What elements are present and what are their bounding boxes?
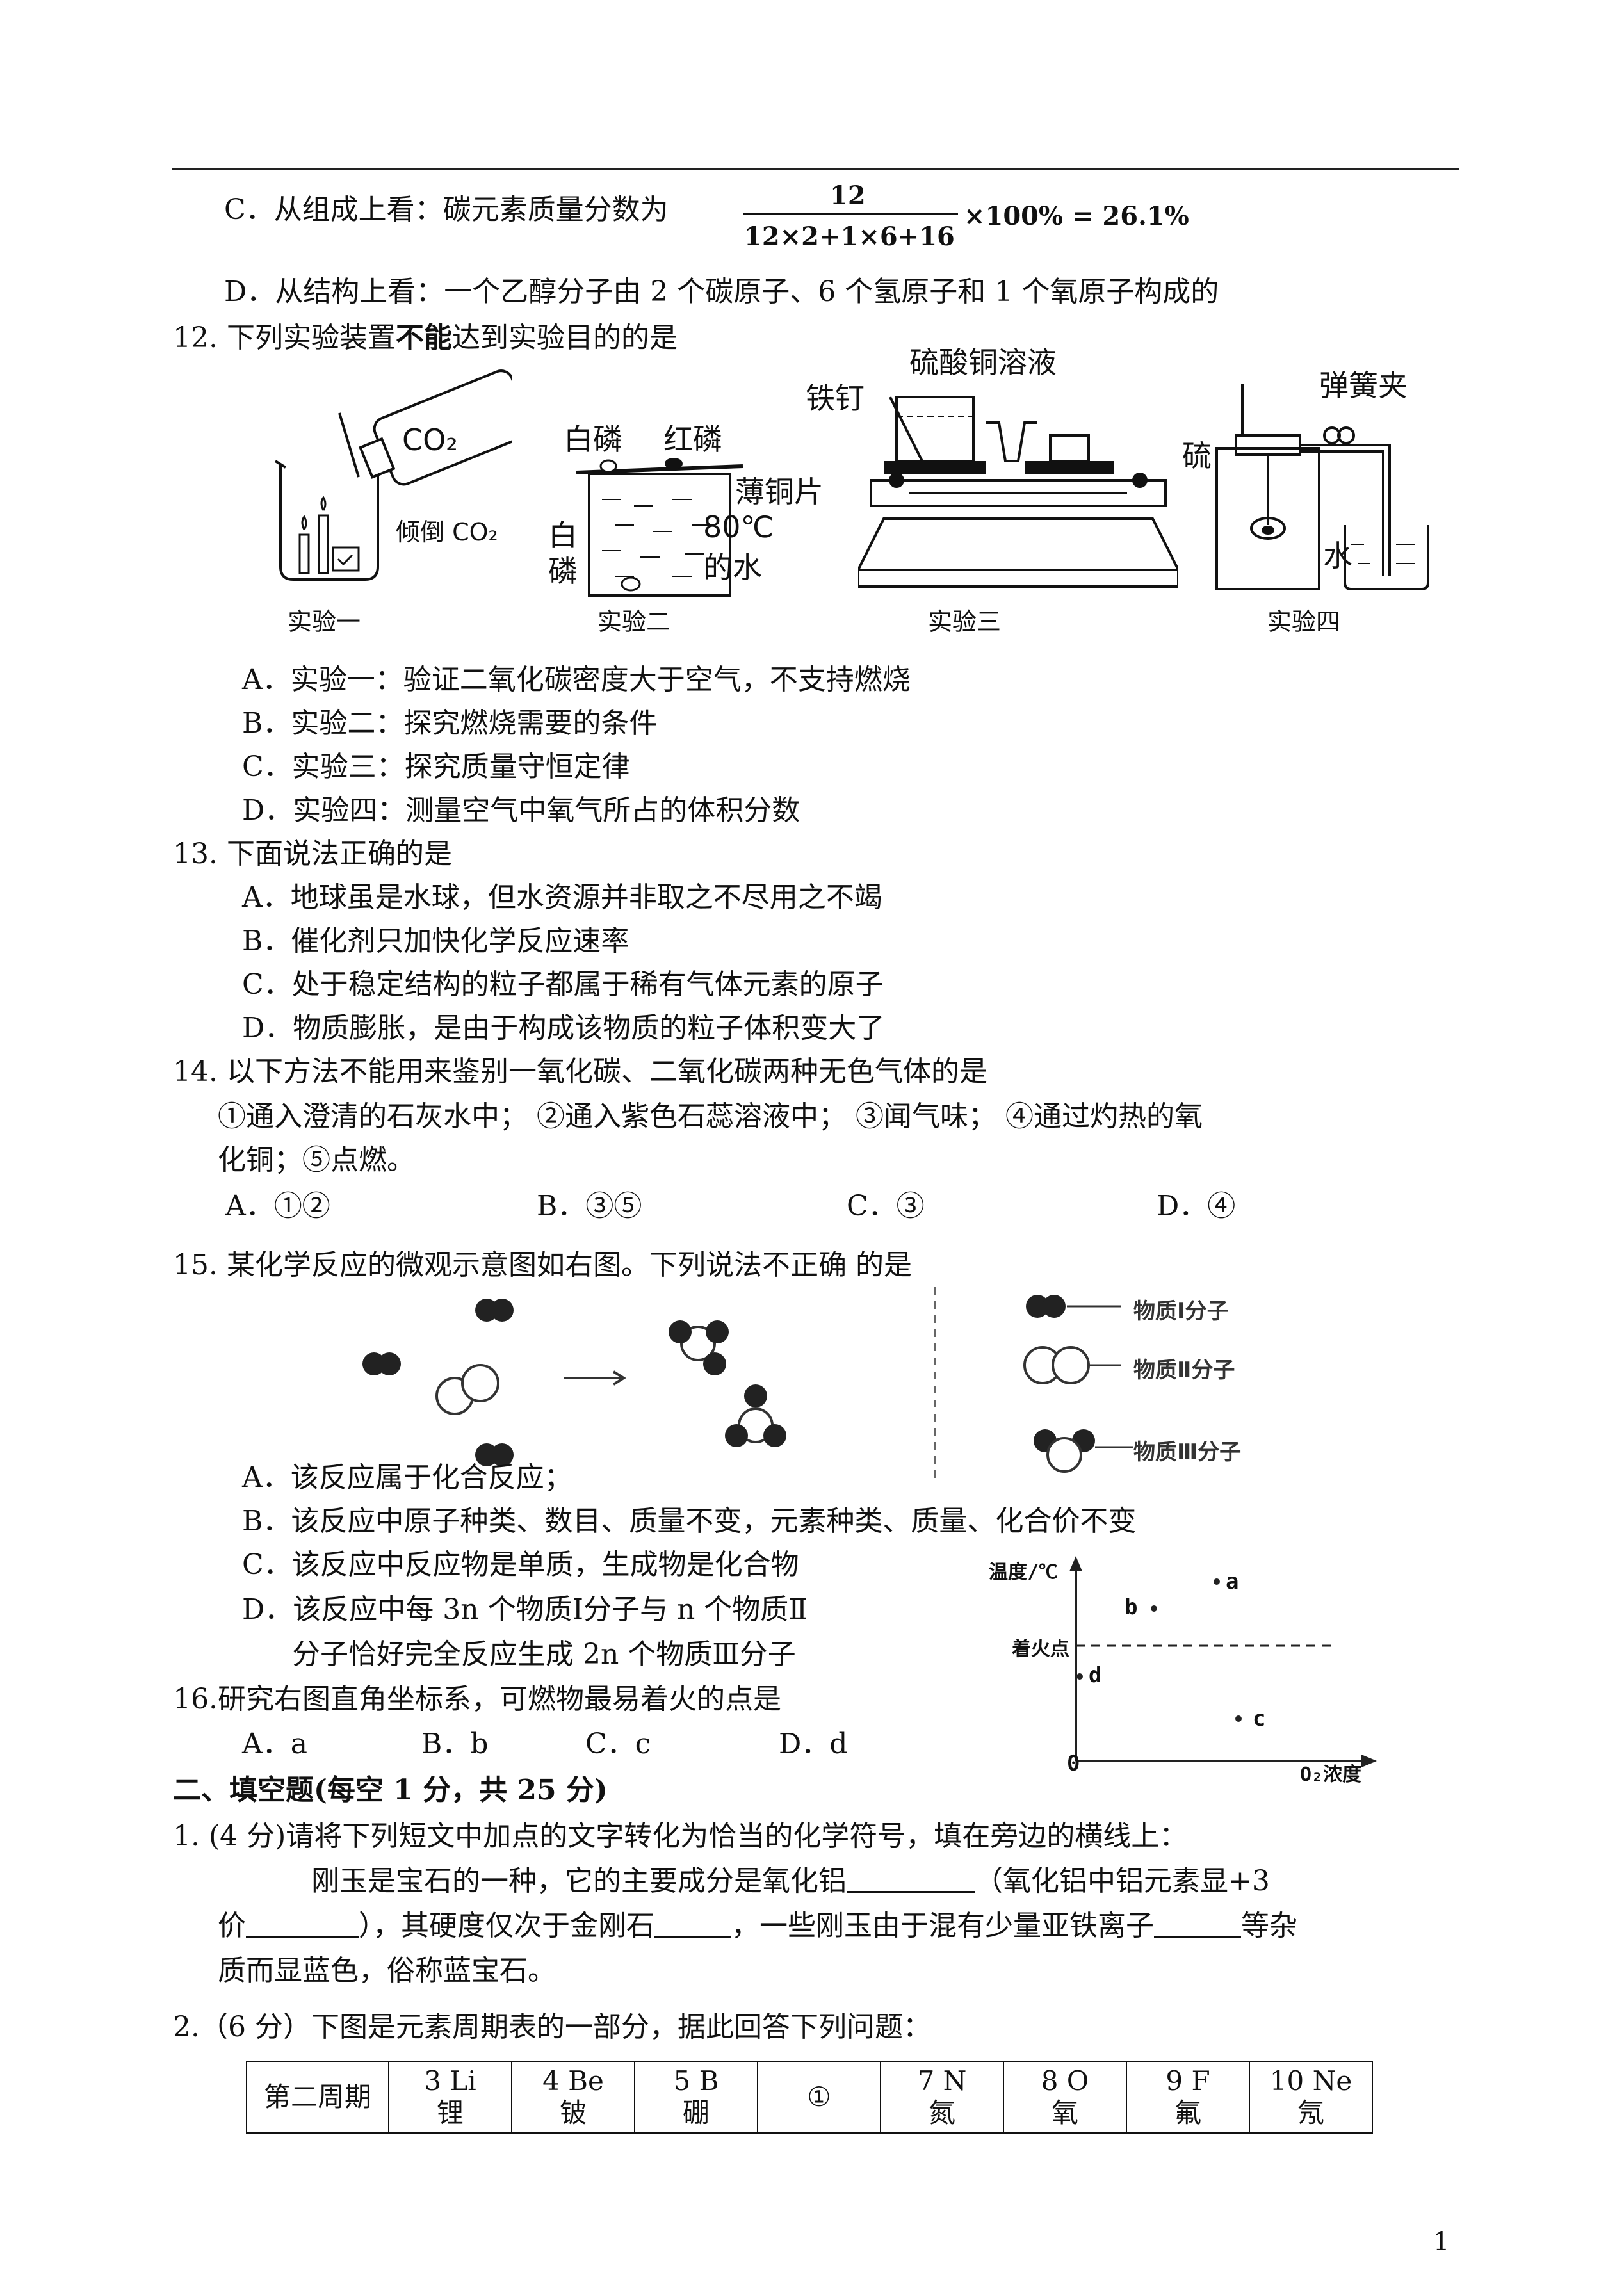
exp4-sulfur-label: 硫 [1182,439,1212,473]
graph-point-a: a [1226,1569,1239,1594]
exp2-white-phosphorus2-label-top: 白 [548,518,578,553]
q15-option-d-line2: 分子恰好完全反应生成 2n 个物质Ⅲ分子 [292,1638,796,1671]
fill1-line2: 价），其硬度仅次于金刚石，一些刚玉由于混有少量亚铁离子等杂 [218,1910,1297,1942]
exp2-temp-label: 80℃ [703,510,774,544]
exp4-caption: 实验四 [1267,608,1340,636]
exp1-pour-label: 倾倒 CO₂ [396,518,498,546]
q13-stem: 13. 下面说法正确的是 [173,838,452,870]
exp4-clip-label: 弹簧夹 [1319,368,1408,403]
q12-option-d: D．实验四：测量空气中氧气所占的体积分数 [242,794,800,827]
q14-option-b: B．③⑤ [537,1190,642,1222]
q14-methods-line1: ①通入澄清的石灰水中； ②通入紫色石蕊溶液中； ③闻气味； ④通过灼热的氧 [218,1100,1203,1133]
exp3-caption: 实验三 [927,608,1001,636]
q15-option-c: C．该反应中反应物是单质，生成物是化合物 [242,1548,799,1581]
exp3-cuso4-label: 硫酸铜溶液 [909,345,1057,380]
experiment3-figure [858,396,1178,588]
q11-fraction-tail: ×100% = 26.1% [964,201,1189,231]
graph-point-d: d [1089,1662,1102,1688]
molecule-III-label: 物质Ⅲ分子 [1133,1439,1242,1465]
ignition-graph [1069,1556,1377,1767]
q16-option-d: D．d [779,1728,848,1760]
q11-fraction-denominator: 12×2+1×6+16 [744,222,955,252]
experiment2-figure [576,458,743,597]
exp2-white-phosphorus2-label-bottom: 磷 [548,554,578,588]
answer-blank-3[interactable] [654,1910,731,1938]
q15-option-b: B．该反应中原子种类、数目、质量不变，元素种类、质量、化合价不变 [242,1505,1137,1537]
exp2-white-phosphorus-label: 白磷 [564,422,622,457]
fraction-bar [743,213,958,215]
answer-blank-4[interactable] [1154,1910,1241,1938]
q12-option-a: A．实验一：验证二氧化碳密度大于空气，不支持燃烧 [242,663,911,696]
q16-option-c: C．c [585,1728,651,1760]
q13-option-d: D．物质膨胀，是由于构成该物质的粒子体积变大了 [242,1012,885,1044]
q16-option-b: B．b [421,1728,489,1760]
fill1-stem: 1. (4 分)请将下列短文中加点的文字转化为恰当的化学符号，填在旁边的横线上： [173,1820,1188,1853]
q12-option-b: B．实验二：探究燃烧需要的条件 [242,707,658,740]
q13-option-a: A．地球虽是水球，但水资源并非取之不尽用之不竭 [242,881,882,914]
section-2-heading: 二、填空题(每空 1 分，共 25 分) [173,1774,608,1806]
exp2-caption: 实验二 [597,608,670,636]
q13-option-b: B．催化剂只加快化学反应速率 [242,925,629,957]
q15-option-a: A．该反应属于化合反应； [242,1461,572,1494]
q14-option-d: D．④ [1157,1190,1236,1222]
experiment4-figure [1215,384,1429,590]
exp3-nail-label: 铁钉 [806,381,865,416]
period-label: 第二周期 [246,2061,389,2134]
experiment1-figure [274,369,512,581]
q13-option-c: C．处于稳定结构的粒子都属于稀有气体元素的原子 [242,968,884,1001]
graph-x-axis-label: O₂浓度 [1300,1764,1362,1786]
q11-option-c: C．从组成上看：碳元素质量分数为 [224,193,669,226]
molecule-II-label: 物质Ⅱ分子 [1133,1358,1235,1383]
q14-methods-line2: 化铜；⑤点燃。 [218,1144,415,1176]
answer-blank-1[interactable] [847,1865,975,1893]
q16-option-a: A．a [242,1728,308,1760]
exp2-water-label: 的水 [703,550,762,585]
exp1-caption: 实验一 [287,608,361,636]
q16-stem: 16.研究右图直角坐标系，可燃物最易着火的点是 [173,1683,781,1715]
exp1-co2-label: CO₂ [402,423,458,457]
fill1-line3: 质而显蓝色，俗称蓝宝石。 [218,1954,556,1987]
q11-option-d: D．从结构上看：一个乙醇分子由 2 个碳原子、6 个氢原子和 1 个氧原子构成的 [224,275,1219,308]
q14-stem: 14. 以下方法不能用来鉴别一氧化碳、二氧化碳两种无色气体的是 [173,1055,987,1088]
fill1-line1: 刚玉是宝石的一种，它的主要成分是氧化铝（氧化铝中铝元素显+3 [311,1865,1270,1897]
header-rule [172,168,1459,170]
reaction-diagram [362,1287,1133,1479]
q14-option-a: A．①② [225,1190,330,1222]
q15-option-d-line1: D．该反应中每 3n 个物质Ⅰ分子与 n 个物质Ⅱ [242,1593,808,1626]
fill2-stem: 2.（6 分）下图是元素周期表的一部分，据此回答下列问题： [173,2011,931,2043]
graph-point-c: c [1253,1706,1266,1731]
exp2-copper-sheet-label: 薄铜片 [735,474,824,509]
page-number: 1 [1433,2227,1450,2257]
element-cell: ① [757,2061,881,2134]
graph-point-b: b [1125,1594,1138,1620]
q12-option-c: C．实验三：探究质量守恒定律 [242,750,630,783]
q15-stem: 15. 某化学反应的微观示意图如右图。下列说法不正确 的是 [173,1249,912,1281]
graph-y-axis-label: 温度/℃ [989,1561,1059,1584]
q12-emphasis: 不能 [395,321,452,354]
exp4-water-label: 水 [1323,539,1352,573]
q12-stem: 12. 下列实验装置不能达到实验目的的是 [173,321,678,354]
graph-origin-label: 0 [1067,1751,1080,1776]
exp2-red-phosphorus-label: 红磷 [663,422,722,457]
q14-option-c: C．③ [847,1190,925,1222]
answer-blank-2[interactable] [246,1910,359,1938]
graph-ignition-label: 着火点 [1012,1638,1069,1660]
molecule-I-label: 物质Ⅰ分子 [1133,1299,1229,1324]
q11-fraction-numerator: 12 [830,181,866,211]
